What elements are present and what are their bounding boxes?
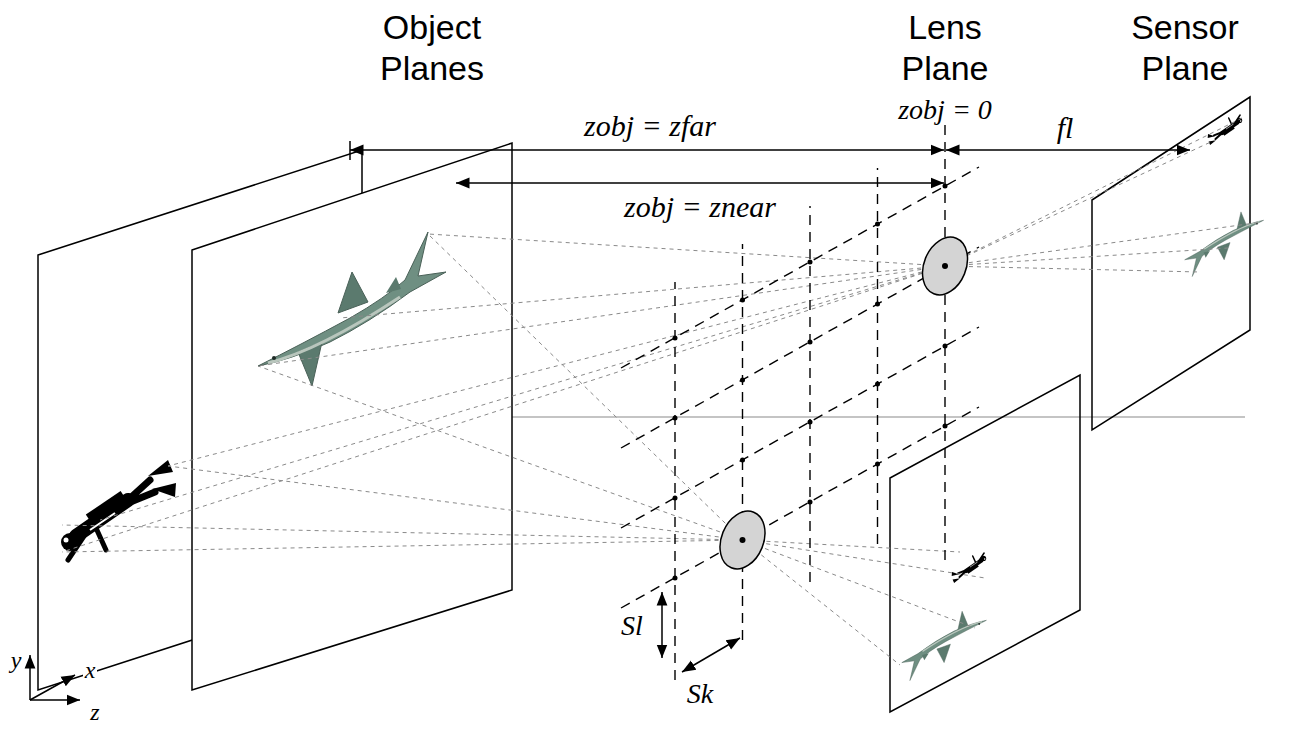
- lens: [740, 537, 746, 543]
- distance-label: zobj = 0: [896, 95, 994, 126]
- sensor-diver-image: [1208, 115, 1243, 145]
- coordinate-axes: [29, 655, 31, 700]
- dimension-arrows: [661, 592, 663, 658]
- axis-label: y: [9, 647, 24, 673]
- plane-heading: Lens Plane: [873, 7, 1017, 89]
- pitch-label: Sl: [619, 611, 645, 642]
- ray-lines: [743, 540, 986, 578]
- distance-label: zobj = znear: [622, 190, 778, 223]
- lens-grid: [742, 244, 743, 640]
- sensor-shark-image: [902, 611, 987, 680]
- grid-points: [808, 260, 813, 265]
- coordinate-axes: [30, 699, 80, 701]
- dimension-arrows: [682, 638, 740, 672]
- ray-lines: [258, 266, 945, 366]
- dimension-arrows: [350, 149, 944, 151]
- sensor-diver-image: [952, 553, 987, 583]
- coordinate-axes: [30, 675, 75, 700]
- grid-points: [740, 378, 745, 383]
- ray-lines: [62, 266, 945, 552]
- lens: [712, 504, 773, 575]
- pitch-label: Sk: [685, 679, 715, 710]
- grid-points: [875, 462, 880, 467]
- dimension-arrows: [350, 141, 1190, 672]
- lens: [942, 263, 948, 269]
- axis-label: x: [83, 657, 98, 683]
- grid-points: [673, 336, 678, 341]
- ray-lines: [428, 234, 945, 266]
- lens-grid: [621, 327, 979, 528]
- grid-points: [943, 344, 948, 349]
- grid-points: [808, 500, 813, 505]
- grid-points: [740, 298, 745, 303]
- lens: [914, 230, 975, 301]
- axis-label: z: [88, 699, 101, 725]
- coordinate-axes: [30, 655, 80, 700]
- lens-grid: [674, 282, 675, 680]
- ray-lines: [945, 118, 1242, 266]
- ray-lines: [945, 248, 1228, 266]
- diver-figure: [61, 460, 176, 560]
- near-object-plane: [192, 143, 512, 690]
- ray-lines: [743, 540, 976, 628]
- ray-lines: [62, 118, 1262, 665]
- plane-heading: Object Planes: [330, 7, 534, 89]
- grid-points: [673, 416, 678, 421]
- plane-heading: Sensor Plane: [1098, 7, 1272, 89]
- dimension-arrows: [946, 149, 1190, 151]
- grid-points: [673, 576, 678, 581]
- ray-lines: [258, 366, 743, 540]
- grid-points: [673, 496, 678, 501]
- lens-grid: [621, 167, 979, 368]
- grid-points: [943, 424, 948, 429]
- grid-points: [673, 184, 948, 581]
- dimension-arrows: [349, 141, 351, 160]
- ray-lines: [62, 525, 743, 540]
- lower-sensor-plane: [890, 375, 1080, 712]
- focal-length-label: fl: [1055, 111, 1076, 144]
- grid-points: [875, 302, 880, 307]
- grid-points: [808, 340, 813, 345]
- ray-lines: [945, 222, 1262, 266]
- lens-grid: [944, 105, 945, 560]
- lens: [914, 230, 975, 301]
- ray-lines: [340, 266, 945, 318]
- ray-lines: [62, 540, 743, 552]
- ray-lines: [945, 140, 1215, 266]
- grid-points: [875, 382, 880, 387]
- ray-lines: [168, 266, 945, 466]
- upper-sensor-plane: [1092, 97, 1250, 430]
- grid-points: [943, 184, 948, 189]
- grid-points: [875, 222, 880, 227]
- ray-lines: [945, 266, 1200, 272]
- ray-lines: [100, 266, 945, 520]
- grid-points: [808, 420, 813, 425]
- shark-figure: [258, 232, 446, 386]
- ray-lines: [743, 540, 961, 552]
- grid-points: [740, 458, 745, 463]
- sensor-shark-image: [1185, 212, 1264, 277]
- dimension-arrows: [456, 182, 944, 184]
- lens-grid: [621, 105, 979, 680]
- ray-lines: [428, 234, 743, 540]
- distance-label: zobj = zfar: [582, 109, 718, 142]
- ray-lines: [743, 540, 901, 665]
- lens: [712, 504, 773, 575]
